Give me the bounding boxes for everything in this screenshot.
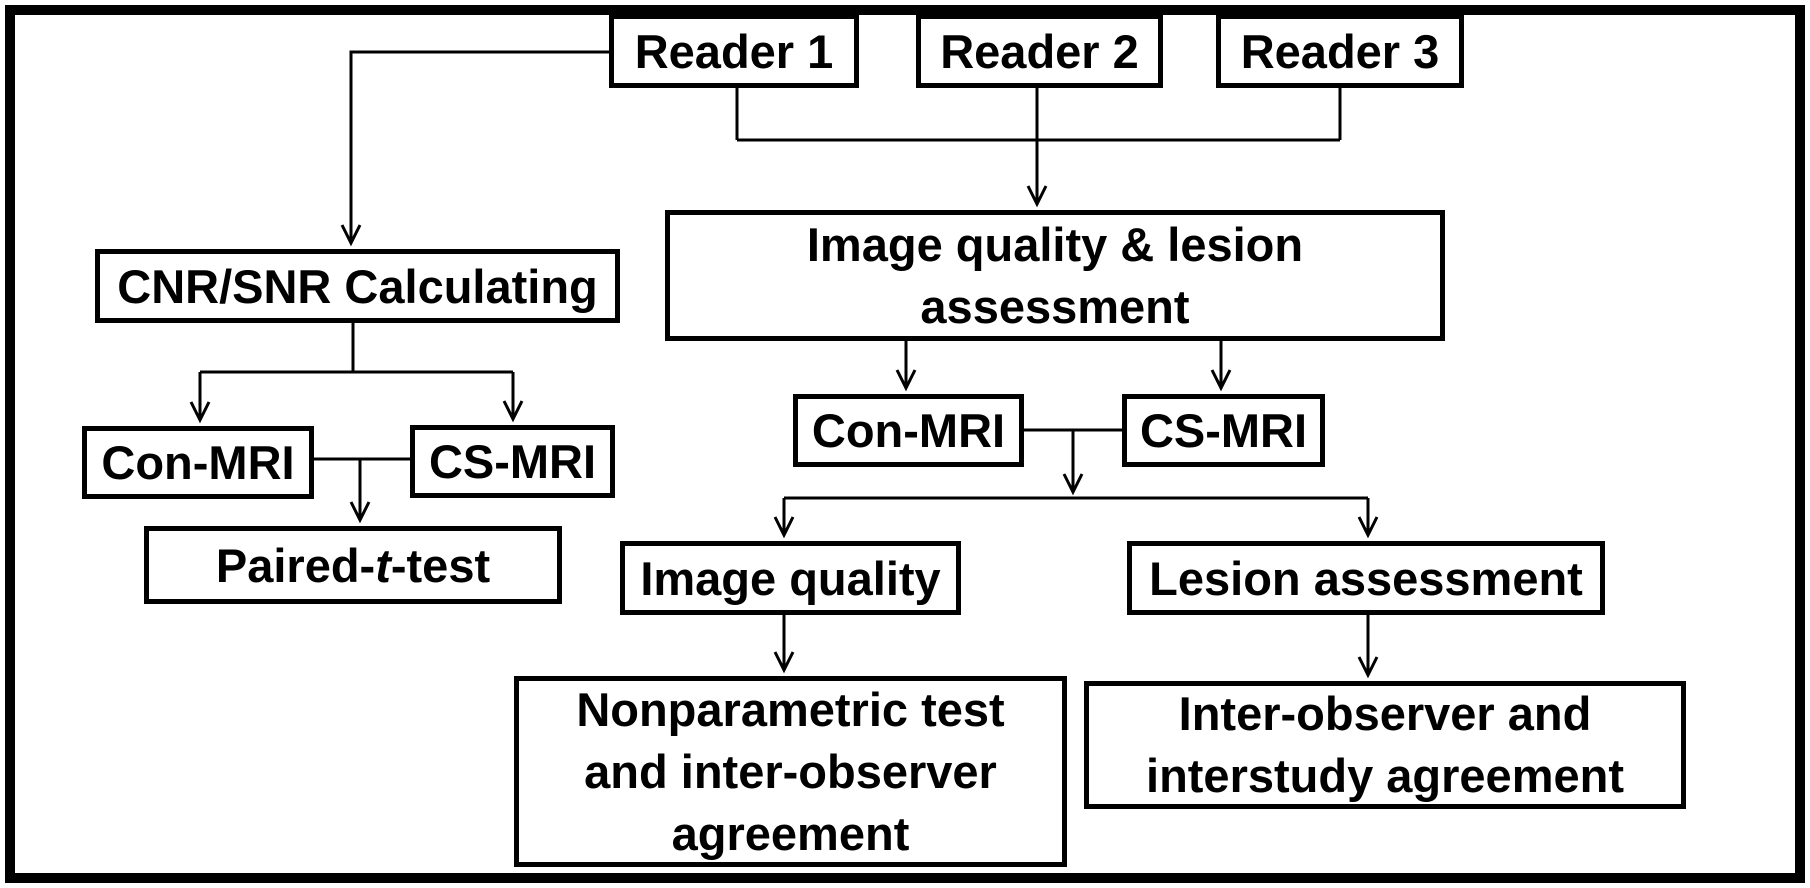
paired-t-test-italic-t: t bbox=[375, 538, 391, 592]
node-reader-3: Reader 3 bbox=[1216, 14, 1464, 88]
diagram-border bbox=[5, 5, 1805, 883]
node-nonparametric-line-3: agreement bbox=[671, 806, 910, 860]
node-cs-mri-left: CS-MRI bbox=[410, 425, 615, 498]
node-interobserver-line-1: Inter-observer and bbox=[1178, 687, 1592, 740]
node-image-quality-lesion-assessment: Image quality & lesion assessment bbox=[665, 210, 1445, 341]
node-iqla-line-2: assessment bbox=[920, 279, 1190, 333]
node-reader-1-label: Reader 1 bbox=[634, 24, 834, 78]
node-lesion-assessment-label: Lesion assessment bbox=[1149, 551, 1583, 605]
node-nonparametric-line-1: Nonparametric test bbox=[576, 682, 1005, 736]
node-interobserver-interstudy: Inter-observer and interstudy agreement bbox=[1084, 681, 1686, 809]
node-reader-2: Reader 2 bbox=[916, 14, 1163, 88]
node-interobserver-line-2: interstudy agreement bbox=[1146, 749, 1624, 802]
paired-t-test-suffix: -test bbox=[390, 538, 491, 592]
node-con-mri-left: Con-MRI bbox=[82, 426, 314, 499]
node-con-mri-left-label: Con-MRI bbox=[101, 436, 295, 489]
node-con-mri-right-label: Con-MRI bbox=[811, 404, 1006, 457]
node-image-quality-label: Image quality bbox=[640, 551, 941, 605]
node-reader-1: Reader 1 bbox=[609, 14, 859, 88]
node-cnr-snr-calculating: CNR/SNR Calculating bbox=[95, 249, 620, 323]
node-lesion-assessment: Lesion assessment bbox=[1127, 541, 1605, 615]
node-con-mri-right: Con-MRI bbox=[793, 394, 1024, 467]
node-cs-mri-right-label: CS-MRI bbox=[1139, 404, 1308, 457]
node-image-quality: Image quality bbox=[620, 541, 961, 615]
node-cs-mri-left-label: CS-MRI bbox=[428, 435, 597, 488]
node-nonparametric-line-2: and inter-observer bbox=[584, 744, 997, 798]
node-iqla-line-1: Image quality & lesion bbox=[806, 217, 1304, 271]
node-nonparametric-test: Nonparametric test and inter-observer ag… bbox=[514, 676, 1067, 867]
paired-t-test-prefix: Paired- bbox=[215, 538, 376, 592]
node-cnr-snr-calculating-label: CNR/SNR Calculating bbox=[117, 259, 598, 313]
node-paired-t-test: Paired-t-test bbox=[144, 526, 562, 604]
edge-reader1-to-cnr bbox=[340, 50, 610, 247]
node-paired-t-test-label: Paired-t-test bbox=[216, 542, 490, 589]
node-reader-3-label: Reader 3 bbox=[1240, 24, 1440, 78]
node-reader-2-label: Reader 2 bbox=[940, 24, 1139, 78]
node-cs-mri-right: CS-MRI bbox=[1122, 394, 1325, 467]
